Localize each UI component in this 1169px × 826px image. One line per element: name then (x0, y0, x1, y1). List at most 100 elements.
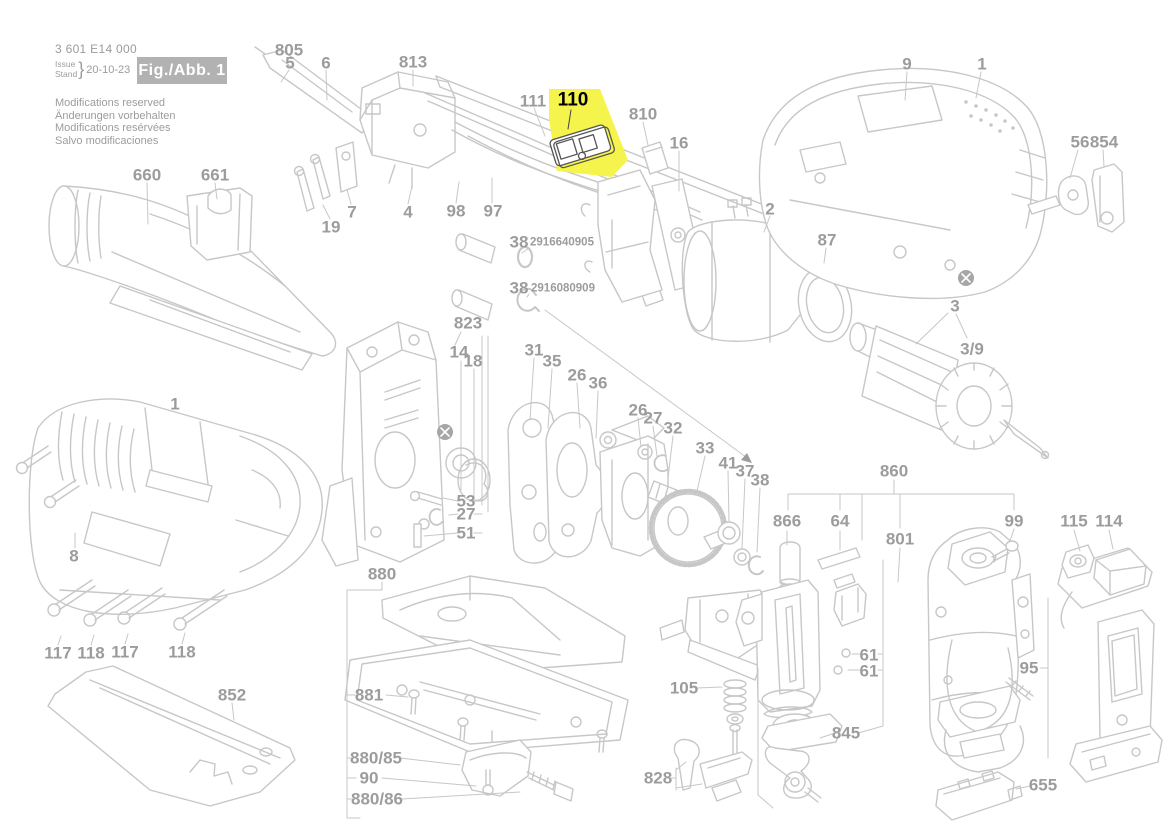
part-label-38: 38 (750, 470, 770, 490)
part-label-95: 95 (1019, 658, 1039, 678)
part-label-56: 56 (1070, 132, 1090, 152)
part-label-14: 14 (449, 342, 469, 362)
stator (681, 197, 810, 343)
part-label-115: 115 (1060, 511, 1088, 531)
part-label-860: 860 (879, 461, 909, 481)
part-label-880-86: 880/86 (351, 789, 403, 809)
gear-housing (321, 321, 491, 567)
cord-assembly (254, 46, 374, 134)
part-label-26: 26 (628, 400, 648, 420)
part-label-823: 823 (453, 313, 483, 333)
part-label-805: 805 (274, 40, 304, 60)
part-label-845: 845 (831, 723, 861, 743)
part-label-53: 53 (456, 491, 476, 511)
x-marker (958, 270, 974, 286)
part-label-27: 27 (643, 408, 663, 428)
part-label-655: 655 (1028, 775, 1058, 795)
highlight-region-110[interactable] (549, 89, 628, 177)
part-label-880-85: 880/85 (350, 748, 402, 768)
armature (849, 322, 1050, 460)
part-label-16: 16 (669, 133, 689, 153)
part-label-98: 98 (446, 201, 466, 221)
gear-train (648, 488, 764, 576)
part-label-64: 64 (830, 511, 850, 531)
part-label-61: 61 (859, 661, 879, 681)
part-label-35: 35 (542, 351, 562, 371)
part-label-3-9: 3/9 (960, 339, 984, 359)
issue-stand: Issue Stand } 20-10-23 (55, 59, 130, 80)
part-label-828: 828 (643, 768, 673, 788)
leader-lines (57, 69, 1114, 819)
part-label-117: 117 (44, 643, 72, 663)
note-line: Modifications reserved (55, 97, 166, 109)
part-label-27: 27 (456, 504, 476, 524)
issue-date: 20-10-23 (86, 63, 131, 76)
part-label-1: 1 (170, 394, 180, 414)
part-label-6: 6 (321, 53, 331, 73)
brace: } (78, 59, 85, 79)
type-number: 3 601 E14 000 (55, 42, 137, 56)
vacuum-tube (48, 185, 337, 371)
part-label-810: 810 (628, 104, 658, 124)
part-label-880: 880 (367, 564, 397, 584)
part-label-31: 31 (524, 340, 544, 360)
bracket-and-screws (293, 141, 358, 212)
part-label-37: 37 (735, 461, 755, 481)
base-insert-655 (935, 770, 1023, 821)
part-label-2916080909: 2916080909 (531, 282, 595, 295)
housing-upper (758, 67, 1048, 300)
part-label-7: 7 (347, 202, 357, 222)
switch-module (359, 71, 456, 189)
part-label-33: 33 (695, 438, 715, 458)
part-label-19: 19 (321, 217, 341, 237)
part-label-41: 41 (718, 453, 738, 473)
part-label-9: 9 (902, 54, 912, 74)
part-label-4: 4 (403, 202, 413, 222)
cover-plate-852 (47, 665, 296, 807)
part-label-801: 801 (885, 529, 915, 549)
part-label-8: 8 (69, 546, 79, 566)
note-line: Modifications resérvées (55, 122, 171, 134)
stand-label: Stand (55, 68, 78, 79)
gearbox-cover (927, 527, 1035, 773)
part-label-852: 852 (217, 685, 247, 705)
part-label-97: 97 (483, 201, 503, 221)
part-label-118: 118 (77, 643, 105, 663)
arrowhead (741, 453, 752, 463)
note-line: Salvo modificaciones (55, 134, 159, 147)
part-label-99: 99 (1004, 511, 1024, 531)
part-label-2: 2 (765, 199, 775, 219)
x-marker-2 (437, 424, 453, 440)
housing-screws (15, 445, 228, 631)
part-label-110[interactable]: 110 (557, 89, 589, 111)
part-label-5: 5 (285, 53, 295, 73)
part-label-38: 38 (509, 232, 529, 252)
part-label-18: 18 (463, 351, 483, 371)
part-label-87: 87 (817, 230, 837, 250)
part-label-90: 90 (359, 768, 379, 788)
part-label-38: 38 (509, 278, 529, 298)
note-line: Änderungen vorbehalten (55, 109, 176, 122)
part-label-36: 36 (588, 373, 608, 393)
pins-and-rings (409, 233, 540, 548)
part-label-813: 813 (398, 52, 428, 72)
modification-notes: Modifications reserved Änderungen vorbeh… (55, 97, 175, 147)
part-label-3: 3 (950, 296, 960, 316)
part-label-866: 866 (772, 511, 802, 531)
electronics-module (1057, 544, 1163, 783)
part-label-117: 117 (111, 642, 139, 662)
part-label-61: 61 (859, 645, 879, 665)
part-label-1: 1 (977, 54, 987, 74)
part-label-854: 854 (1089, 132, 1119, 152)
part-label-105: 105 (669, 678, 699, 698)
part-label-118: 118 (168, 642, 196, 662)
part-label-32: 32 (663, 418, 683, 438)
footplate-assembly (344, 575, 629, 802)
cover-cap (186, 187, 253, 261)
part-label-111: 111 (519, 91, 547, 111)
part-label-26: 26 (567, 365, 587, 385)
part-label-881: 881 (354, 685, 384, 705)
part-label-51: 51 (456, 523, 476, 543)
